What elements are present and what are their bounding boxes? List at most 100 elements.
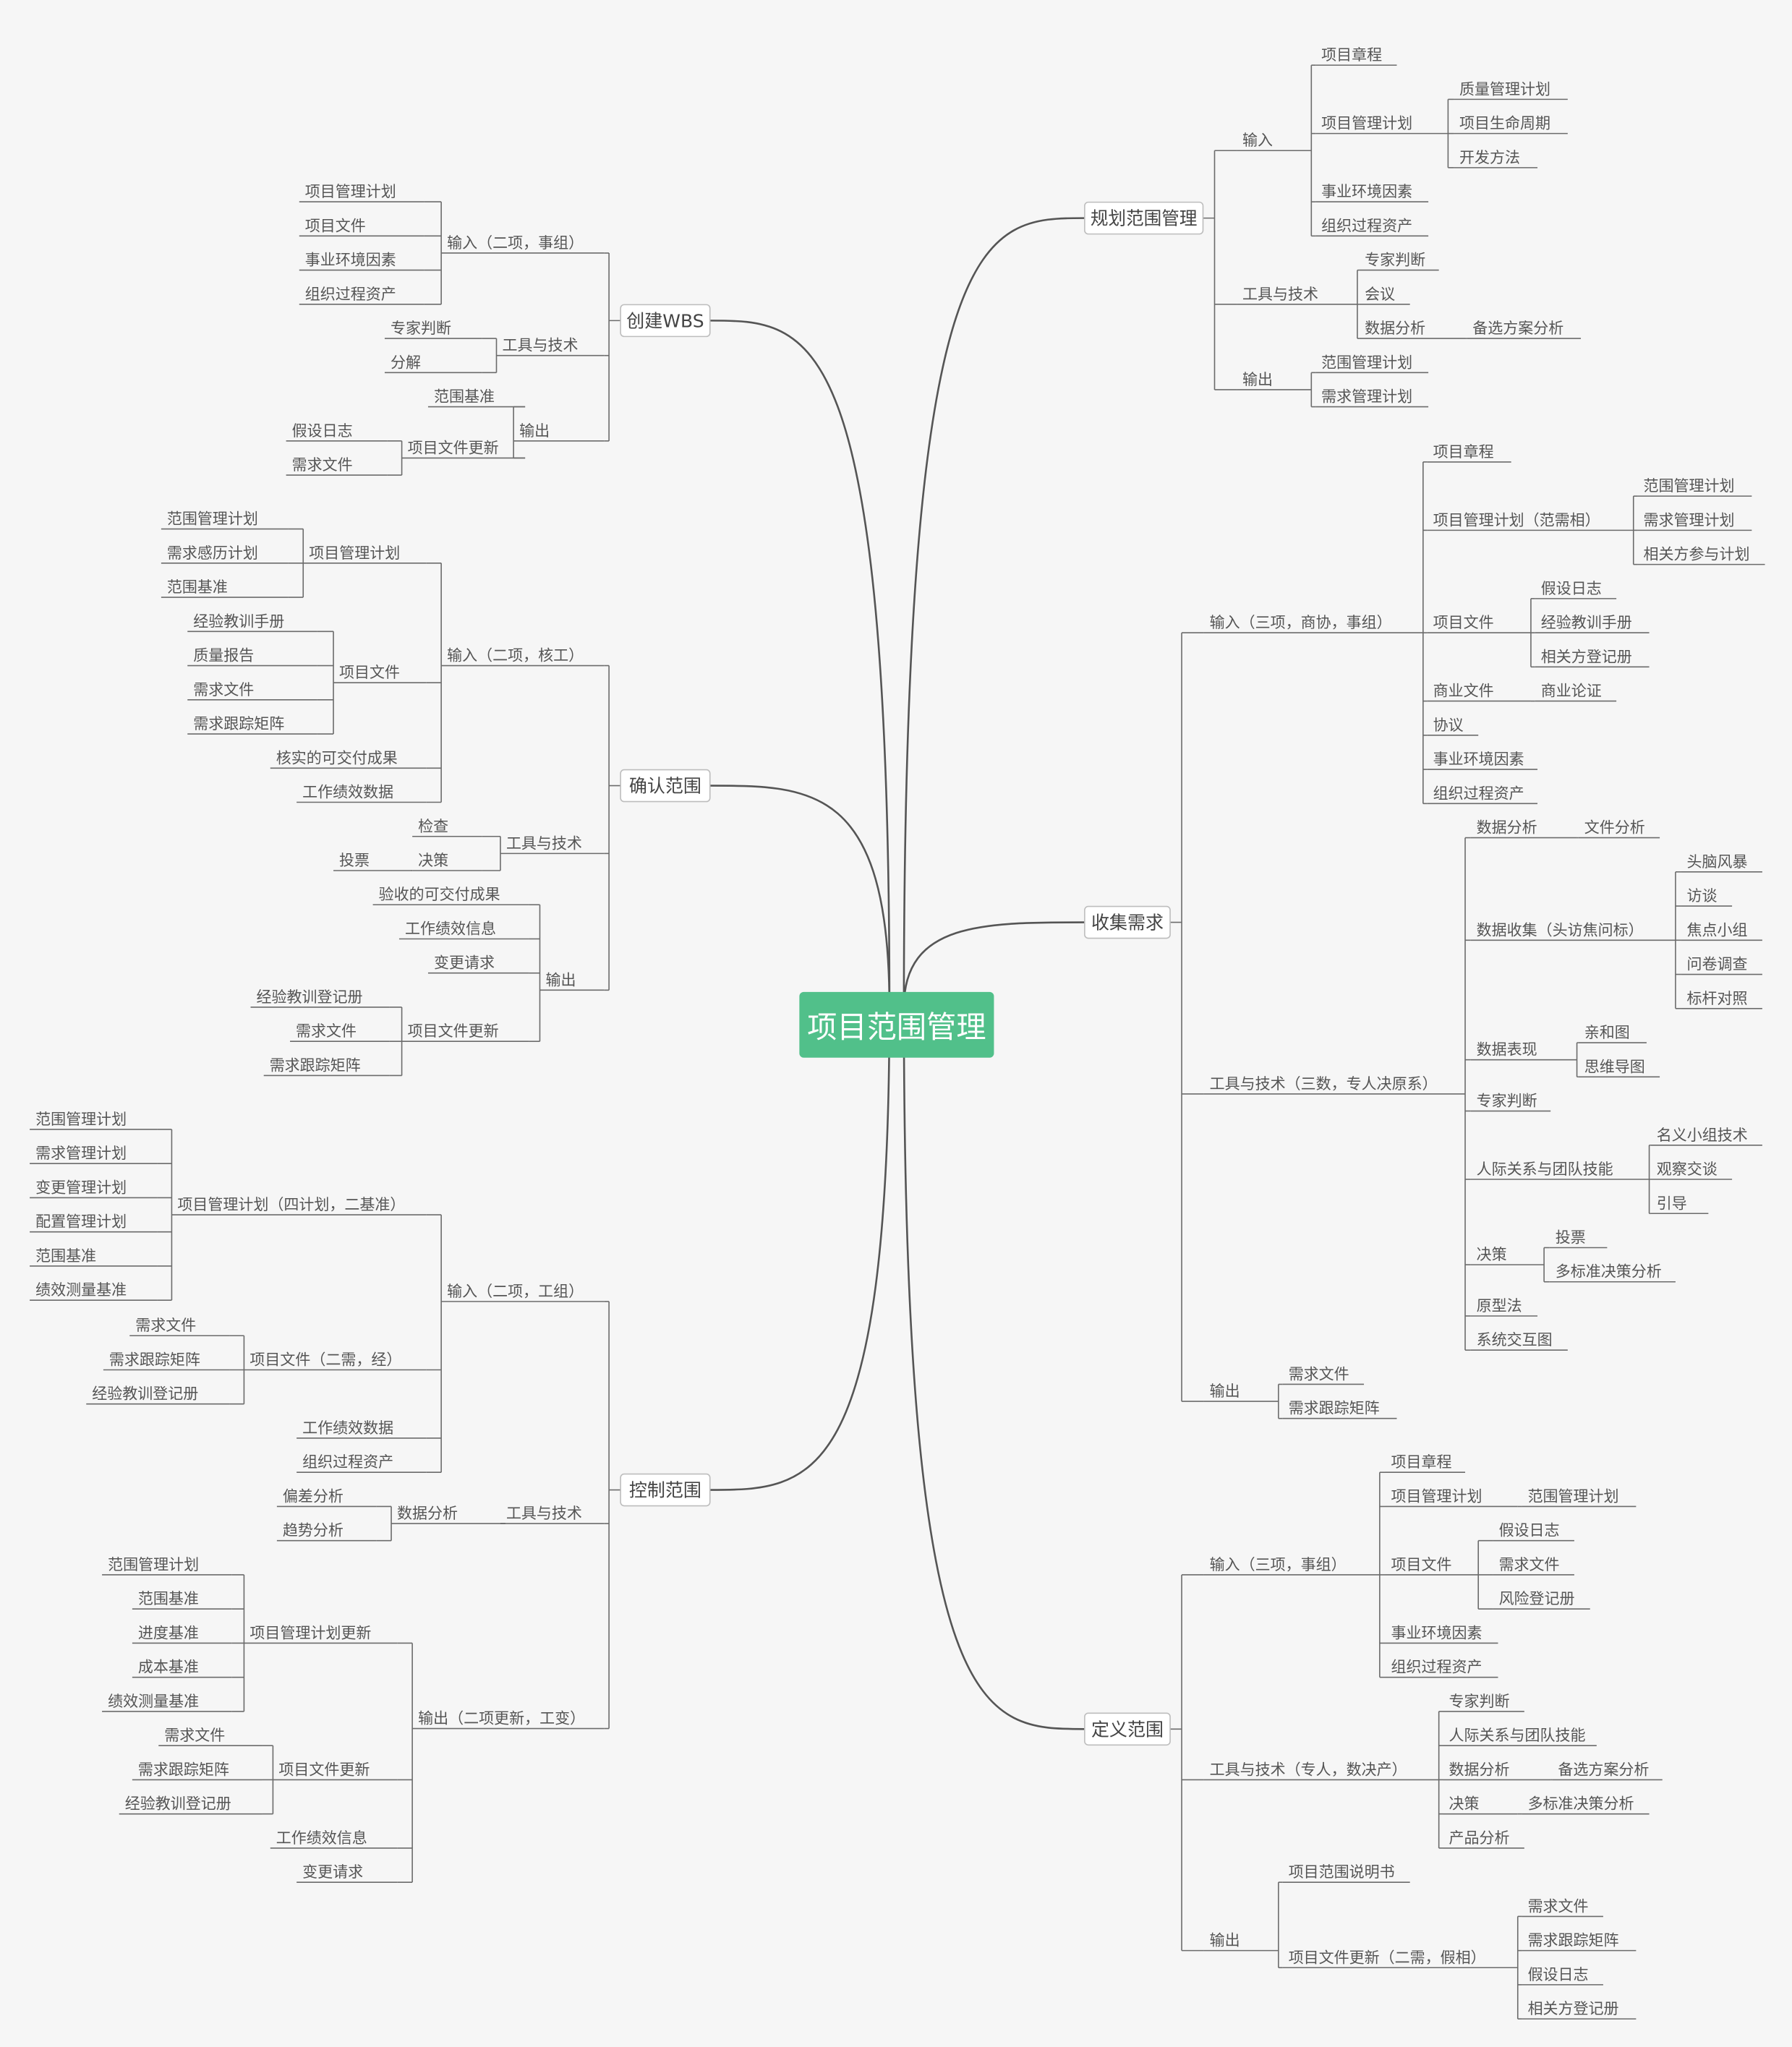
node-b3o2c[interactable]: 假设日志: [1528, 1966, 1589, 1983]
node-b3i2[interactable]: 项目管理计划: [1391, 1487, 1482, 1505]
node-b1i1[interactable]: 项目章程: [1321, 46, 1382, 64]
node-b2i3[interactable]: 项目文件: [1433, 614, 1494, 631]
node-b1i2c[interactable]: 开发方法: [1459, 149, 1520, 166]
node-b5t2[interactable]: 决策: [418, 852, 448, 869]
node-b5o4a[interactable]: 经验教训登记册: [257, 988, 363, 1006]
root-topic[interactable]: 项目范围管理: [799, 991, 994, 1058]
node-b3i2a[interactable]: 范围管理计划: [1528, 1487, 1619, 1505]
node-b4i1[interactable]: 项目管理计划: [305, 183, 396, 200]
node-b6i2c[interactable]: 经验教训登记册: [92, 1385, 198, 1403]
node-b6o1d[interactable]: 成本基准: [138, 1659, 199, 1676]
node-b4o1[interactable]: 范围基准: [434, 388, 495, 406]
node-b6o3[interactable]: 工作绩效信息: [276, 1829, 367, 1847]
node-b5o[interactable]: 输出: [545, 971, 576, 988]
node-b4o[interactable]: 输出: [519, 422, 550, 440]
node-b5i2b[interactable]: 质量报告: [193, 647, 254, 664]
node-b2o2[interactable]: 需求跟踪矩阵: [1289, 1400, 1380, 1417]
node-b4t2[interactable]: 分解: [391, 354, 421, 371]
node-b3i3c[interactable]: 风险登记册: [1499, 1590, 1575, 1607]
node-b2t5[interactable]: 人际关系与团队技能: [1477, 1161, 1613, 1178]
node-b3t4a[interactable]: 多标准决策分析: [1528, 1795, 1634, 1813]
node-b4t[interactable]: 工具与技术: [502, 337, 578, 354]
node-b3i1[interactable]: 项目章程: [1391, 1453, 1451, 1471]
node-b4i4[interactable]: 组织过程资产: [305, 286, 396, 303]
node-b3t2[interactable]: 人际关系与团队技能: [1448, 1727, 1585, 1744]
node-b2i[interactable]: 输入（三项，商协，事组）: [1210, 614, 1392, 631]
node-b2t2b[interactable]: 访谈: [1687, 887, 1718, 905]
node-b4o2b[interactable]: 需求文件: [292, 456, 353, 474]
node-b4i[interactable]: 输入（二项，事组）: [447, 234, 584, 252]
node-b1t3a[interactable]: 备选方案分析: [1472, 320, 1563, 337]
node-b2i4[interactable]: 商业文件: [1433, 683, 1494, 700]
node-b1t[interactable]: 工具与技术: [1242, 286, 1318, 303]
node-b2t4[interactable]: 专家判断: [1477, 1093, 1537, 1110]
node-b6[interactable]: 控制范围: [620, 1473, 711, 1507]
node-b6o2b[interactable]: 需求跟踪矩阵: [138, 1761, 229, 1778]
node-b6i[interactable]: 输入（二项，工组）: [447, 1283, 584, 1300]
node-b1o2[interactable]: 需求管理计划: [1321, 388, 1412, 406]
node-b6i1c[interactable]: 变更管理计划: [35, 1179, 127, 1196]
node-b3t5[interactable]: 产品分析: [1448, 1829, 1509, 1847]
node-b6o4[interactable]: 变更请求: [302, 1863, 363, 1881]
node-b2t6[interactable]: 决策: [1477, 1246, 1507, 1263]
node-b2t8[interactable]: 系统交互图: [1477, 1331, 1553, 1349]
node-b2i2b[interactable]: 需求管理计划: [1644, 511, 1735, 529]
node-b1i2b[interactable]: 项目生命周期: [1459, 115, 1550, 132]
node-b6o1c[interactable]: 进度基准: [138, 1624, 199, 1641]
node-b2i3b[interactable]: 经验教训手册: [1541, 614, 1632, 631]
node-b3i[interactable]: 输入（三项，事组）: [1210, 1556, 1347, 1573]
node-b3i3b[interactable]: 需求文件: [1499, 1556, 1560, 1573]
node-b2i6[interactable]: 事业环境因素: [1433, 751, 1524, 768]
node-b6i3[interactable]: 工作绩效数据: [302, 1419, 393, 1437]
node-b2i2a[interactable]: 范围管理计划: [1644, 477, 1735, 495]
node-b6o2[interactable]: 项目文件更新: [278, 1761, 370, 1778]
node-b5t[interactable]: 工具与技术: [506, 834, 582, 852]
node-b5i1c[interactable]: 范围基准: [167, 578, 228, 596]
node-b5[interactable]: 确认范围: [620, 769, 711, 803]
node-b5i2a[interactable]: 经验教训手册: [193, 612, 284, 630]
node-b2[interactable]: 收集需求: [1084, 905, 1171, 939]
node-b5o4c[interactable]: 需求跟踪矩阵: [270, 1056, 361, 1074]
node-b2i3a[interactable]: 假设日志: [1541, 580, 1602, 597]
node-b2i1[interactable]: 项目章程: [1433, 443, 1494, 461]
node-b6i2a[interactable]: 需求文件: [135, 1317, 196, 1334]
node-b3t3[interactable]: 数据分析: [1448, 1761, 1509, 1778]
node-b3t3a[interactable]: 备选方案分析: [1558, 1761, 1649, 1778]
node-b1i4[interactable]: 组织过程资产: [1321, 217, 1412, 234]
node-b6i1a[interactable]: 范围管理计划: [35, 1111, 127, 1128]
node-b2t2d[interactable]: 问卷调查: [1687, 956, 1748, 973]
node-b6o1e[interactable]: 绩效测量基准: [108, 1693, 199, 1710]
node-b1i3[interactable]: 事业环境因素: [1321, 183, 1412, 200]
node-b5o2[interactable]: 工作绩效信息: [405, 920, 496, 937]
node-b6o1a[interactable]: 范围管理计划: [108, 1556, 199, 1573]
node-b6i1e[interactable]: 范围基准: [35, 1247, 96, 1265]
node-b2t7[interactable]: 原型法: [1477, 1297, 1522, 1315]
node-b3i4[interactable]: 事业环境因素: [1391, 1624, 1482, 1641]
node-b2t3[interactable]: 数据表现: [1477, 1041, 1537, 1059]
node-b6i1f[interactable]: 绩效测量基准: [35, 1281, 127, 1299]
node-b3o2a[interactable]: 需求文件: [1528, 1897, 1589, 1915]
node-b1o1[interactable]: 范围管理计划: [1321, 354, 1412, 371]
node-b5o4b[interactable]: 需求文件: [296, 1022, 357, 1040]
node-b6t[interactable]: 工具与技术: [506, 1505, 582, 1522]
node-b6i1[interactable]: 项目管理计划（四计划，二基准）: [177, 1196, 405, 1213]
node-b6o2a[interactable]: 需求文件: [164, 1727, 225, 1744]
node-b2t2a[interactable]: 头脑风暴: [1687, 853, 1748, 871]
node-b5o1[interactable]: 验收的可交付成果: [379, 886, 500, 903]
node-b3t[interactable]: 工具与技术（专人，数决产）: [1210, 1761, 1407, 1778]
node-b1t1[interactable]: 专家判断: [1365, 252, 1425, 269]
node-b5i[interactable]: 输入（二项，核工）: [447, 647, 584, 664]
node-b3t4[interactable]: 决策: [1448, 1795, 1479, 1813]
node-b2t2[interactable]: 数据收集（头访焦问标）: [1477, 921, 1644, 939]
node-b3o2[interactable]: 项目文件更新（二需，假相）: [1289, 1949, 1486, 1966]
node-b1o[interactable]: 输出: [1242, 371, 1273, 388]
node-b5i4[interactable]: 工作绩效数据: [302, 784, 393, 801]
node-b2t2e[interactable]: 标杆对照: [1687, 990, 1748, 1007]
node-b5i2c[interactable]: 需求文件: [193, 681, 254, 698]
node-b2t6a[interactable]: 投票: [1556, 1229, 1586, 1247]
node-b5t2a[interactable]: 投票: [339, 852, 370, 869]
node-b4t1[interactable]: 专家判断: [391, 320, 451, 337]
node-b3i5[interactable]: 组织过程资产: [1391, 1659, 1482, 1676]
node-b4i3[interactable]: 事业环境因素: [305, 252, 396, 269]
node-b5i3[interactable]: 核实的可交付成果: [276, 749, 398, 766]
